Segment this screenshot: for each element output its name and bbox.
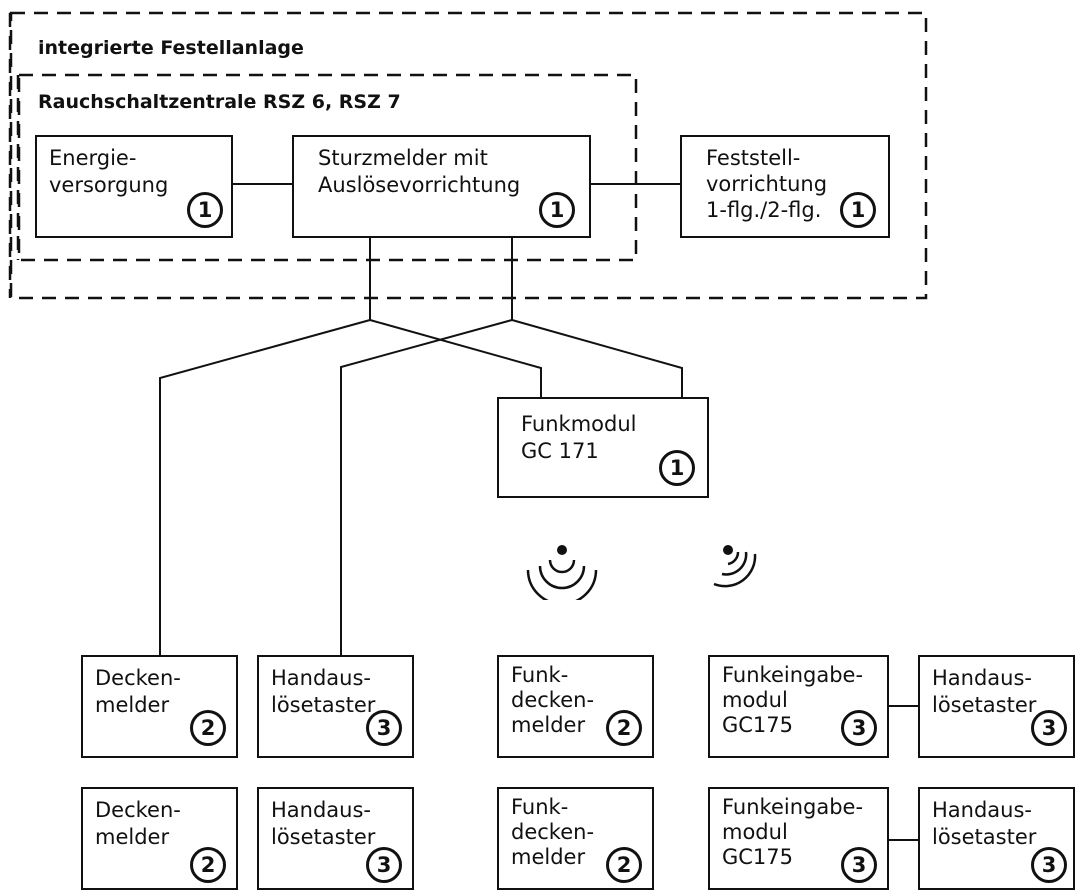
block-label: Decken- melder [95,798,181,849]
sturzmelder-block: Sturzmelder mit Auslösevorrichtung 1 [292,135,591,238]
wire-to-deckenmelder [159,319,371,655]
funkeingabe-block-2: Funkeingabe- modul GC175 3 [708,787,889,890]
block-label: Handaus- lösetaster [932,666,1037,717]
badge-number: 3 [841,710,877,746]
wire-to-funkmodul-right [511,319,683,397]
badge-number: 3 [366,710,402,746]
inner-frame-title: Rauchschaltzentrale RSZ 6, RSZ 7 [38,91,401,113]
badge-number: 2 [190,847,226,883]
funkmodul-block: Funkmodul GC 171 1 [497,397,709,498]
block-label: Funkeingabe- modul GC175 [722,795,864,869]
block-label: Funkmodul GC 171 [521,412,637,463]
handaus-block-1: Handaus- lösetaster 3 [257,655,414,758]
block-label: Handaus- lösetaster [932,798,1037,849]
energy-supply-block: Energie- versorgung 1 [35,135,233,238]
badge-number: 1 [539,192,575,228]
handaus-block-r1: Handaus- lösetaster 3 [918,655,1075,758]
block-label: Funkeingabe- modul GC175 [722,663,864,737]
badge-number: 1 [187,192,223,228]
handaus-block-2: Handaus- lösetaster 3 [257,787,414,890]
wire-to-funkmodul-left [369,319,542,397]
deckenmelder-block-2: Decken- melder 2 [81,787,238,890]
block-label: Energie- versorgung [49,146,169,197]
block-label: Sturzmelder mit Auslösevorrichtung [318,146,521,197]
inner-frame [17,73,638,262]
block-label: Decken- melder [95,666,181,717]
block-label: Feststell- vorrichtung 1-flg./2-flg. [706,146,828,222]
badge-number: 3 [841,847,877,883]
funkdeckenmelder-block-2: Funk- decken- melder 2 [497,787,654,890]
radio-signal-left-icon [526,545,598,600]
funkdeckenmelder-block-1: Funk- decken- melder 2 [497,655,654,758]
feststell-block: Feststell- vorrichtung 1-flg./2-flg. 1 [680,135,890,238]
badge-number: 1 [840,192,876,228]
handaus-block-r2: Handaus- lösetaster 3 [918,787,1075,890]
badge-number: 2 [606,847,642,883]
block-label: Handaus- lösetaster [271,666,376,717]
badge-number: 3 [1031,847,1067,883]
block-label: Funk- decken- melder [511,795,595,869]
badge-number: 2 [606,710,642,746]
outer-frame-title: integrierte Festellanlage [38,37,304,59]
badge-number: 3 [366,847,402,883]
badge-number: 1 [659,450,695,486]
badge-number: 2 [190,710,226,746]
deckenmelder-block-1: Decken- melder 2 [81,655,238,758]
funkeingabe-block-1: Funkeingabe- modul GC175 3 [708,655,889,758]
wire-to-handaus [340,319,513,655]
block-label: Handaus- lösetaster [271,798,376,849]
radio-signal-right-icon [713,545,757,588]
badge-number: 3 [1031,710,1067,746]
block-label: Funk- decken- melder [511,663,595,737]
